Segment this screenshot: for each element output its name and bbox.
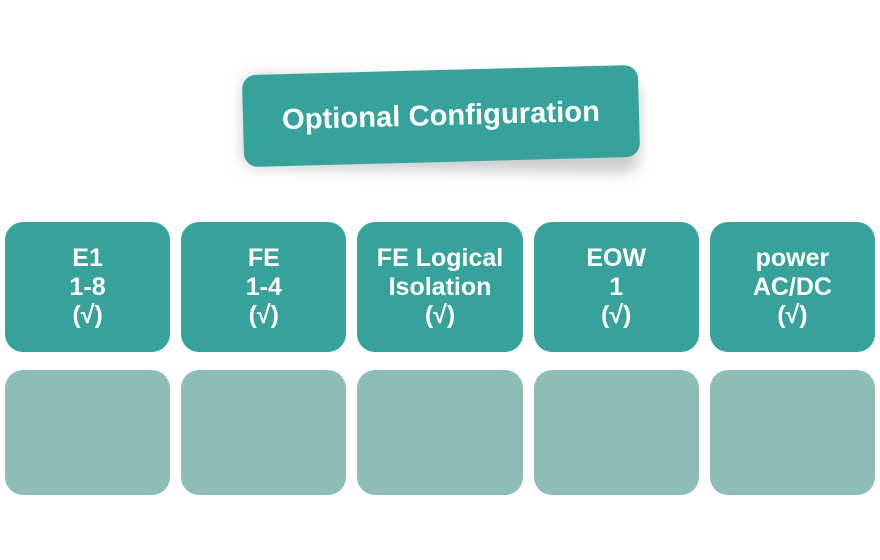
empty-slot-row (5, 370, 876, 495)
config-card-name: FE (247, 244, 280, 273)
config-card-fe-logical-isolation[interactable]: FE Logical Isolation (√) (357, 222, 523, 352)
config-card-range: Isolation (388, 272, 492, 301)
config-card-power[interactable]: power AC/DC (√) (709, 222, 876, 352)
config-card-status: (√) (601, 301, 632, 330)
config-card-name: FE Logical (376, 244, 504, 273)
empty-slot[interactable] (5, 370, 171, 495)
empty-slot[interactable] (533, 370, 699, 495)
config-card-e1[interactable]: E1 1-8 (√) (5, 222, 171, 352)
banner-title: Optional Configuration (281, 95, 601, 136)
empty-slot[interactable] (709, 370, 876, 495)
config-card-fe[interactable]: FE 1-4 (√) (181, 222, 347, 352)
config-card-name: E1 (72, 244, 103, 273)
configuration-card-row: E1 1-8 (√) FE 1-4 (√) FE Logical Isolati… (5, 222, 876, 352)
config-card-status: (√) (424, 301, 456, 330)
config-card-range: 1-4 (245, 272, 282, 301)
empty-slot[interactable] (181, 370, 347, 495)
config-card-status: (√) (248, 301, 279, 330)
config-card-status: (√) (72, 301, 103, 330)
banner: Optional Configuration (241, 64, 641, 174)
config-card-range: 1 (609, 272, 624, 301)
config-card-range: AC/DC (752, 272, 832, 301)
banner-body: Optional Configuration (241, 64, 641, 168)
config-card-name: power (755, 244, 830, 273)
empty-slot[interactable] (357, 370, 523, 495)
config-card-eow[interactable]: EOW 1 (√) (533, 222, 699, 352)
config-card-range: 1-8 (69, 272, 106, 301)
config-card-name: EOW (586, 244, 647, 273)
config-card-status: (√) (777, 301, 808, 330)
